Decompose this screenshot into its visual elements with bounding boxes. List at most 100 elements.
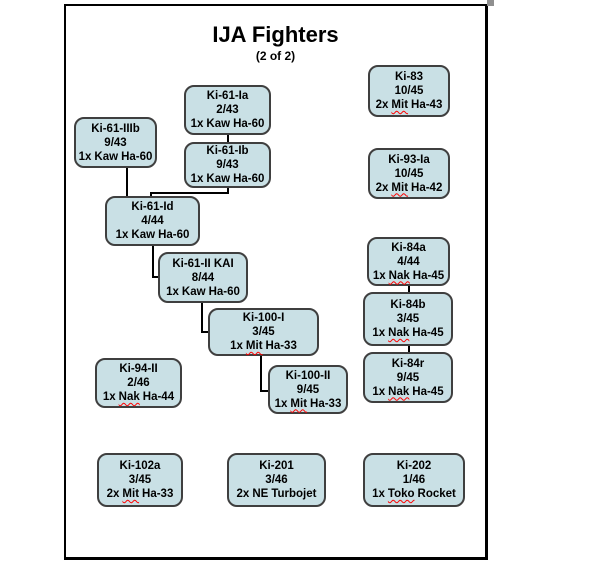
connector-ib-to-id-drop xyxy=(150,192,152,198)
connector-kai-drop xyxy=(201,302,203,333)
diagram-title: IJA Fighters xyxy=(212,22,339,47)
connector-id-drop xyxy=(152,245,154,278)
engine-quantity: 1x xyxy=(230,340,243,352)
engine-quantity: 1x xyxy=(115,229,129,241)
service-date: 3/46 xyxy=(265,474,288,486)
engine-quantity: 1x xyxy=(190,118,204,130)
engine-quantity: 1x xyxy=(372,385,386,398)
service-date: 8/44 xyxy=(191,271,215,284)
engine-maker: Nak xyxy=(388,269,410,282)
engine-model: Ha-44 xyxy=(142,391,175,403)
engine-model: Ha-33 xyxy=(310,397,342,410)
engine-maker: Kaw xyxy=(131,229,156,241)
engine-maker: Kaw xyxy=(94,150,119,163)
service-date: 3/45 xyxy=(252,326,275,338)
engine-maker: Kaw xyxy=(206,118,231,130)
engine-quantity: 1x xyxy=(190,173,204,185)
title-block: IJA Fighters (2 of 2) xyxy=(66,6,485,63)
aircraft-name: Ki-61-Id xyxy=(131,201,174,213)
connector-ib-drop xyxy=(227,187,229,194)
engine-maker: Mit xyxy=(245,340,263,352)
connector-kai-to-100i-h xyxy=(201,331,210,333)
engine-maker: Nak xyxy=(388,385,410,398)
connector-ia-to-ib xyxy=(227,135,229,143)
engine-quantity: 2x xyxy=(236,488,250,500)
aircraft-name: Ki-61-IIIb xyxy=(91,122,140,135)
aircraft-name: Ki-102a xyxy=(119,460,161,472)
engine-model: Ha-45 xyxy=(412,269,445,282)
engine-maker: Mit xyxy=(391,99,409,111)
engine-model: Ha-60 xyxy=(233,118,265,130)
connector-84b-to-84r xyxy=(408,346,410,353)
connector-iiib-to-id xyxy=(126,167,128,197)
connector-100i-to-100ii-h xyxy=(260,390,270,392)
diagram-subtitle: (2 of 2) xyxy=(255,49,296,63)
aircraft-name: Ki-61-II KAI xyxy=(172,257,234,270)
engine-maker: Mit xyxy=(290,397,308,410)
engine-maker: Nak xyxy=(388,327,410,339)
engine-maker: Mit xyxy=(391,181,409,194)
aircraft-name: Ki-61-Ib xyxy=(206,145,249,157)
engine-model: Ha-60 xyxy=(158,229,190,241)
engine-maker: Mit xyxy=(122,488,140,500)
engine-model: Ha-33 xyxy=(265,340,297,352)
aircraft-name: Ki-100-I xyxy=(242,312,285,324)
page-shadow-nub xyxy=(487,0,494,6)
engine-maker: Kaw xyxy=(206,173,231,185)
aircraft-name: Ki-202 xyxy=(396,460,432,472)
aircraft-name: Ki-84b xyxy=(390,299,426,311)
engine-model: Ha-60 xyxy=(208,285,240,298)
service-date: 1/46 xyxy=(402,474,426,486)
service-date: 4/44 xyxy=(397,255,420,268)
engine-model: Ha-42 xyxy=(411,181,443,194)
aircraft-name: Ki-83 xyxy=(394,71,424,83)
engine-model: Ha-45 xyxy=(412,385,444,398)
engine-model: Ha-60 xyxy=(121,150,153,163)
aircraft-name: Ki-94-II xyxy=(119,363,158,375)
engine-model: Ha-43 xyxy=(411,99,443,111)
service-date: 10/45 xyxy=(394,85,424,97)
connector-id-to-kai-h xyxy=(152,276,160,278)
engine-maker: Kaw xyxy=(181,285,206,298)
service-date: 3/45 xyxy=(128,474,152,486)
service-date: 3/45 xyxy=(396,313,420,325)
aircraft-name: Ki-201 xyxy=(259,460,294,472)
service-date: 2/43 xyxy=(216,104,239,116)
engine-model: Turbojet xyxy=(271,488,317,500)
service-date: 4/44 xyxy=(141,215,164,227)
engine-model: Rocket xyxy=(417,488,456,500)
engine-model: Ha-60 xyxy=(233,173,265,185)
aircraft-name: Ki-100-II xyxy=(285,369,331,382)
aircraft-name: Ki-84a xyxy=(391,241,426,254)
engine-quantity: 1x xyxy=(274,397,288,410)
connector-84a-to-84b xyxy=(408,286,410,293)
aircraft-name: Ki-61-Ia xyxy=(206,90,249,102)
engine-quantity: 1x xyxy=(372,488,385,500)
engine-model: Ha-45 xyxy=(412,327,444,339)
aircraft-name: Ki-84r xyxy=(391,357,425,370)
engine-quantity: 2x xyxy=(106,488,120,500)
